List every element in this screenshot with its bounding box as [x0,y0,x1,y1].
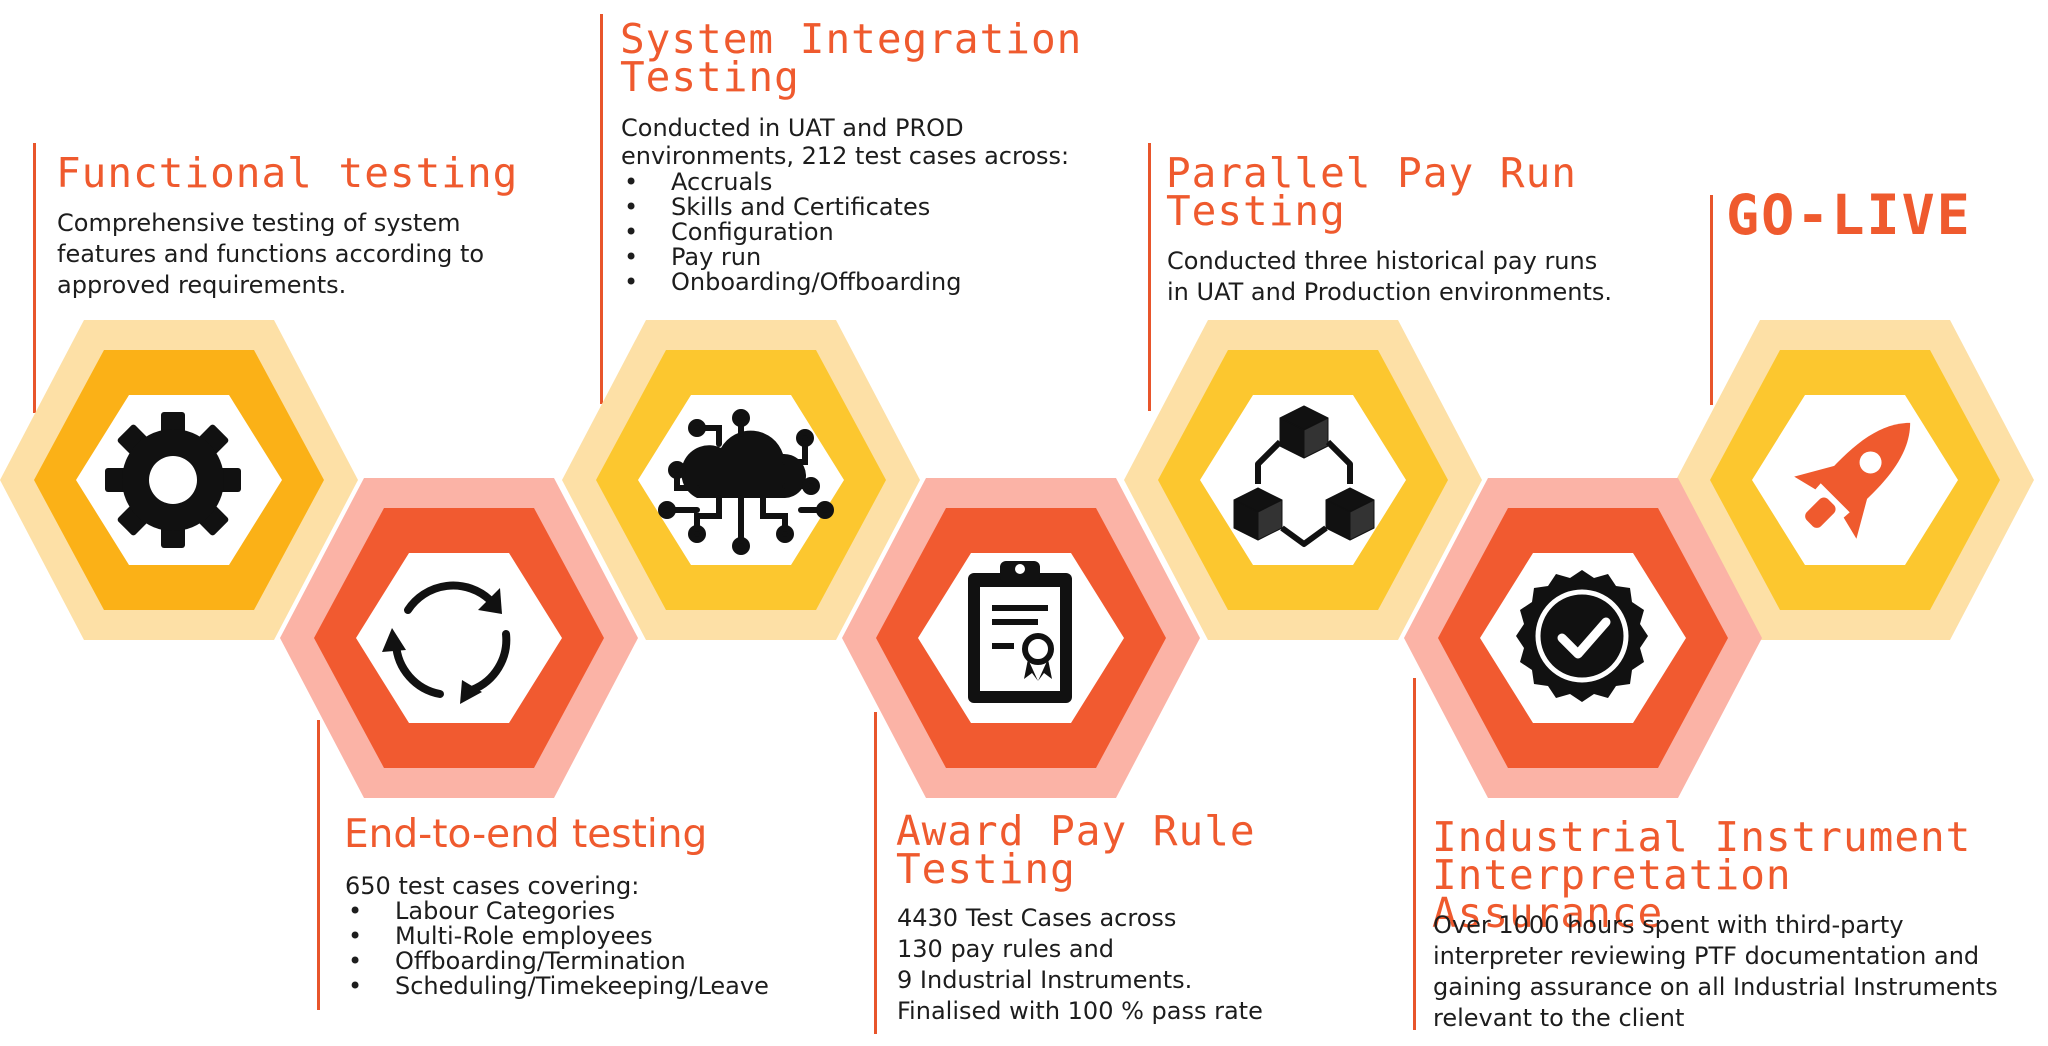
hexagon-golive [1676,320,2034,640]
hexagon-industrial [1404,478,1762,798]
functional-description: Comprehensive testing of system features… [57,209,485,299]
industrial-description: Over 1000 hours spent with third-party i… [1433,910,1998,1034]
list-item: Scheduling/Timekeeping/Leave [345,974,769,1000]
connector-line-e2e [317,720,320,1010]
sit-intro-line: environments, 212 test cases across: [621,142,1070,170]
award-body-line: 4430 Test Cases across [897,904,1177,932]
list-item: Skills and Certificates [621,195,1069,221]
list-item: Multi-Role employees [345,924,769,950]
rocket-icon [1794,422,1911,539]
list-item: Offboarding/Termination [345,949,769,975]
list-item: Configuration [621,220,1069,246]
parallel-title-line: Testing [1166,187,1346,235]
e2e-title: End-to-end testing [344,812,708,857]
sit-description: Conducted in UAT and PROD environments, … [621,114,1069,295]
connector-line-industrial [1413,678,1416,1030]
list-item: Pay run [621,245,1069,271]
cloud-network-icon [658,409,834,555]
parallel-body-line: in UAT and Production environments. [1167,278,1612,306]
verified-badge-icon [1516,570,1648,702]
sit-title-line: Testing [620,53,800,101]
award-body-line: Finalised with 100 % pass rate [897,997,1263,1025]
refresh-cycle-icon [382,581,511,704]
connector-line-functional [33,143,36,413]
industrial-body-line: Over 1000 hours spent with third-party [1433,911,1904,939]
sit-list: Accruals Skills and Certificates Configu… [621,170,1069,296]
parallel-description: Conducted three historical pay runs in U… [1167,246,1612,308]
hexagon-sit [562,320,920,640]
award-description: 4430 Test Cases across 130 pay rules and… [897,903,1263,1027]
golive-title: GO-LIVE [1726,183,1972,247]
sit-title-line: System Integration [620,15,1083,63]
industrial-title: Industrial Instrument Interpretation Ass… [1432,813,2048,937]
connector-line-parallel [1148,143,1151,411]
industrial-title-line: Industrial Instrument [1432,813,1972,861]
connector-line-sit [600,14,603,404]
certificate-clipboard-icon [968,561,1072,703]
hexagon-award [842,478,1200,798]
award-title-line: Award Pay Rule [896,807,1256,855]
hexagon-e2e [280,478,638,798]
connector-line-award [874,712,877,1034]
industrial-title-line: Interpretation Assurance [1432,851,1792,937]
award-title-line: Testing [896,845,1076,893]
industrial-body-line: relevant to the client [1433,1004,1685,1032]
e2e-intro: 650 test cases covering: [345,872,640,900]
list-item: Labour Categories [345,899,769,925]
award-title: Award Pay Rule Testing [896,807,1256,893]
connector-line-golive [1710,195,1713,405]
hexagon-functional [0,320,358,640]
list-item: Onboarding/Offboarding [621,270,1069,296]
industrial-body-line: gaining assurance on all Industrial Inst… [1433,973,1998,1001]
hexagon-parallel [1124,320,1482,640]
award-body-line: 130 pay rules and [897,935,1115,963]
gear-icon [105,412,241,548]
industrial-body-line: interpreter reviewing PTF documentation … [1433,942,1980,970]
parallel-body-line: Conducted three historical pay runs [1167,247,1598,275]
award-body-line: 9 Industrial Instruments. [897,966,1193,994]
functional-title: Functional testing [56,149,519,197]
parallel-title: Parallel Pay Run Testing [1166,149,1577,235]
sit-title: System Integration Testing [620,15,1083,101]
parallel-title-line: Parallel Pay Run [1166,149,1577,197]
sit-intro-line: Conducted in UAT and PROD [621,114,964,142]
connected-cubes-icon [1233,405,1375,547]
list-item: Accruals [621,170,1069,196]
e2e-list: Labour Categories Multi-Role employees O… [345,899,769,1000]
e2e-description: 650 test cases covering: Labour Categori… [345,872,769,1000]
